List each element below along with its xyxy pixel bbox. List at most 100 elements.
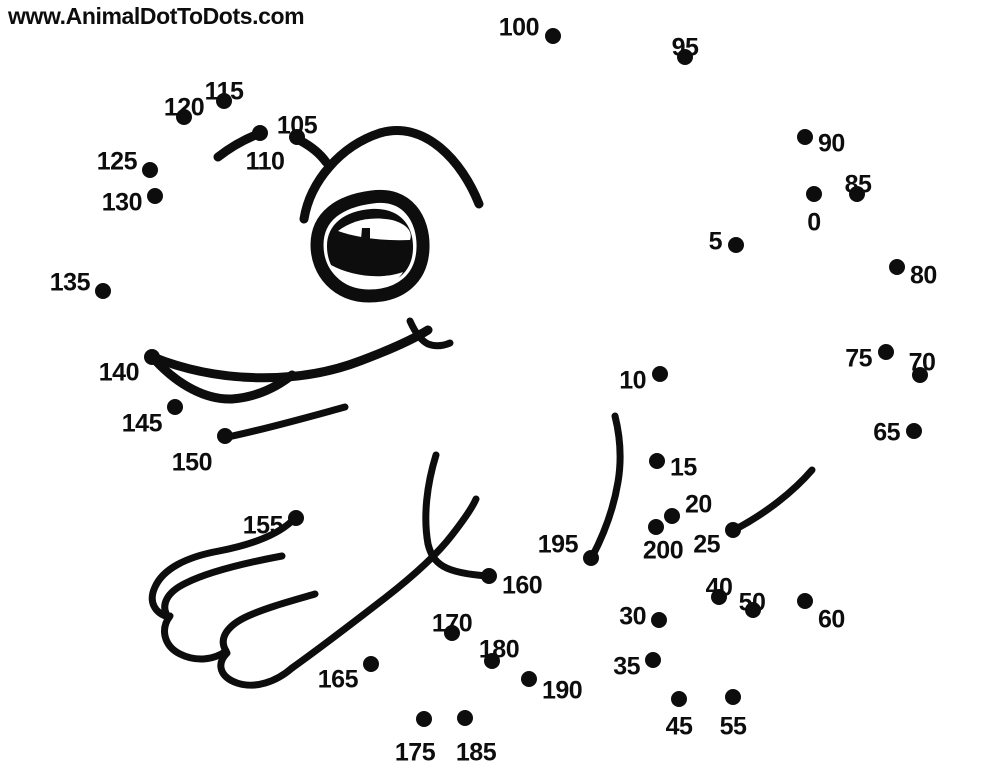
dot-node-125[interactable]: 125 [97,148,158,178]
dot-node-165[interactable]: 165 [318,656,379,694]
paw-finger-4 [217,649,296,689]
dot-node-50[interactable]: 50 [739,589,766,618]
dot-node-115[interactable]: 115 [205,78,245,109]
dot-marker-30[interactable] [651,612,667,628]
dot-marker-155[interactable] [288,510,304,526]
dot-node-30[interactable]: 30 [619,603,667,631]
dot-marker-175[interactable] [416,711,432,727]
dot-marker-165[interactable] [363,656,379,672]
dot-node-35[interactable]: 35 [613,652,661,681]
dot-node-55[interactable]: 55 [720,689,747,741]
dot-node-75[interactable]: 75 [845,344,894,373]
dot-node-195[interactable]: 195 [538,531,599,566]
dot-node-200[interactable]: 200 [643,519,684,565]
dot-marker-105[interactable] [289,129,305,145]
mouth-lower-lip [150,355,297,404]
dot-label-135: 135 [50,269,91,297]
dot-marker-145[interactable] [167,399,183,415]
dot-marker-70[interactable] [912,367,928,383]
dot-label-80: 80 [910,262,937,290]
dot-node-180[interactable]: 180 [479,636,520,669]
dot-node-155[interactable]: 155 [243,510,304,540]
dot-node-90[interactable]: 90 [797,129,845,158]
dot-node-85[interactable]: 85 [845,171,872,202]
dot-marker-25[interactable] [725,522,741,538]
dot-marker-90[interactable] [797,129,813,145]
dot-marker-20[interactable] [664,508,680,524]
dot-node-80[interactable]: 80 [889,259,937,290]
dot-marker-0[interactable] [806,186,822,202]
dot-marker-40[interactable] [711,589,727,605]
dot-node-5[interactable]: 5 [709,228,744,256]
dot-marker-140[interactable] [144,349,160,365]
dot-node-100[interactable]: 100 [499,14,561,44]
dot-label-95: 95 [672,34,699,62]
paw-finger-3 [219,590,319,655]
dot-node-20[interactable]: 20 [664,491,712,524]
dot-label-170: 170 [432,610,472,638]
dot-node-185[interactable]: 185 [456,710,497,767]
dot-marker-35[interactable] [645,652,661,668]
dot-node-130[interactable]: 130 [102,188,163,217]
dot-marker-150[interactable] [217,428,233,444]
dot-marker-160[interactable] [481,568,497,584]
dot-node-95[interactable]: 95 [672,34,699,65]
dot-node-175[interactable]: 175 [395,711,436,767]
belly-right-curve [588,412,624,561]
dot-marker-130[interactable] [147,188,163,204]
dot-marker-65[interactable] [906,423,922,439]
dot-marker-15[interactable] [649,453,665,469]
dot-marker-135[interactable] [95,283,111,299]
dot-node-120[interactable]: 120 [164,94,205,125]
dot-marker-75[interactable] [878,344,894,360]
dot-label-55: 55 [720,713,747,741]
dot-node-60[interactable]: 60 [797,593,845,634]
dot-marker-100[interactable] [545,28,561,44]
paw-finger-1 [161,552,286,621]
dot-node-190[interactable]: 190 [521,671,583,705]
dot-marker-10[interactable] [652,366,668,382]
dot-marker-170[interactable] [444,625,460,641]
dot-node-105[interactable]: 105 [277,112,318,145]
dot-marker-110[interactable] [252,125,268,141]
dot-marker-95[interactable] [677,49,693,65]
dot-node-70[interactable]: 70 [909,349,936,383]
dot-marker-60[interactable] [797,593,813,609]
dot-marker-185[interactable] [457,710,473,726]
dot-node-160[interactable]: 160 [481,568,543,600]
dot-marker-180[interactable] [484,653,500,669]
dot-label-90: 90 [818,130,845,158]
dot-label-105: 105 [277,112,318,140]
dot-label-130: 130 [102,189,142,217]
dot-node-170[interactable]: 170 [432,610,473,641]
dot-node-140[interactable]: 140 [99,349,160,387]
dot-105-tick [296,136,331,167]
dot-marker-200[interactable] [648,519,664,535]
dot-marker-125[interactable] [142,162,158,178]
dot-node-0[interactable]: 0 [806,186,822,237]
dot-marker-50[interactable] [745,602,761,618]
dot-node-40[interactable]: 40 [706,574,733,605]
dot-marker-190[interactable] [521,671,537,687]
dot-marker-45[interactable] [671,691,687,707]
dot-node-15[interactable]: 15 [649,453,698,482]
dot-node-135[interactable]: 135 [50,269,111,299]
dot-marker-195[interactable] [583,550,599,566]
dot-marker-80[interactable] [889,259,905,275]
dot-marker-85[interactable] [849,186,865,202]
dot-label-140: 140 [99,359,139,387]
dot-label-125: 125 [97,148,138,176]
dot-marker-5[interactable] [728,237,744,253]
dot-node-10[interactable]: 10 [619,366,668,395]
dot-label-75: 75 [845,345,872,373]
dot-node-150[interactable]: 150 [172,428,233,477]
dot-marker-55[interactable] [725,689,741,705]
dot-label-120: 120 [164,94,204,122]
dot-marker-115[interactable] [216,93,232,109]
dot-node-65[interactable]: 65 [873,419,922,447]
dot-node-110[interactable]: 110 [246,125,285,176]
dot-node-45[interactable]: 45 [666,691,693,741]
dot-node-25[interactable]: 25 [693,522,741,559]
dot-marker-120[interactable] [176,109,192,125]
dot-node-145[interactable]: 145 [122,399,183,438]
